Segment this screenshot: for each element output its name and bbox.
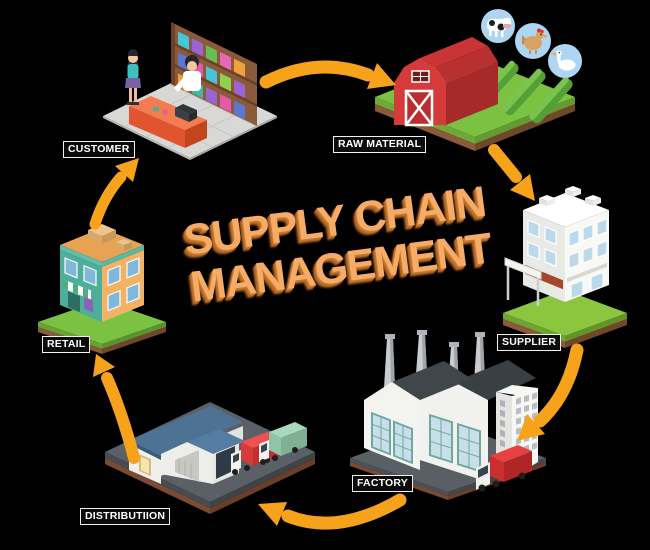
arrow-customer-to-raw-material — [259, 60, 396, 89]
supplier-illustration — [503, 186, 627, 348]
arrow-supplier-to-factory — [517, 343, 584, 441]
raw-material-illustration — [375, 9, 582, 151]
customer-person — [125, 49, 141, 105]
red-barn — [394, 37, 498, 127]
cash-register — [175, 104, 197, 122]
label-customer: CUSTOMER — [63, 141, 135, 158]
retail-building — [60, 224, 144, 322]
shop-door — [68, 291, 80, 313]
label-supplier: SUPPLIER — [497, 334, 562, 351]
label-distribution: DISTRIBUTIION — [80, 508, 171, 525]
label-raw-material: RAW MATERIAL — [333, 136, 427, 153]
delivery-truck-green — [259, 422, 307, 465]
entrance-awning — [504, 257, 542, 306]
customer-illustration — [103, 22, 277, 160]
distribution-illustration — [105, 402, 315, 514]
striped-awning — [63, 279, 91, 300]
arrow-raw-material-to-supplier — [488, 144, 535, 201]
goose-icon — [548, 44, 582, 78]
checkout-counter — [129, 96, 207, 148]
arrow-distribution-to-retail — [93, 354, 140, 464]
factory-halls — [364, 360, 536, 482]
label-factory: FACTORY — [352, 475, 413, 492]
retail-illustration — [38, 224, 166, 354]
garage-door — [216, 446, 235, 479]
warehouse-building — [129, 406, 245, 484]
supplier-building — [504, 186, 609, 306]
rooftop-units — [539, 186, 601, 206]
cow-icon — [481, 9, 515, 43]
hen-icon — [515, 23, 551, 59]
cashier-person — [174, 55, 201, 92]
supplier-platform — [503, 290, 627, 348]
arrow-retail-to-customer — [89, 158, 139, 230]
factory-truck — [476, 445, 532, 492]
arrow-factory-to-distribution — [258, 493, 407, 530]
shop-sign — [84, 296, 93, 313]
label-retail: RETAIL — [42, 336, 91, 353]
